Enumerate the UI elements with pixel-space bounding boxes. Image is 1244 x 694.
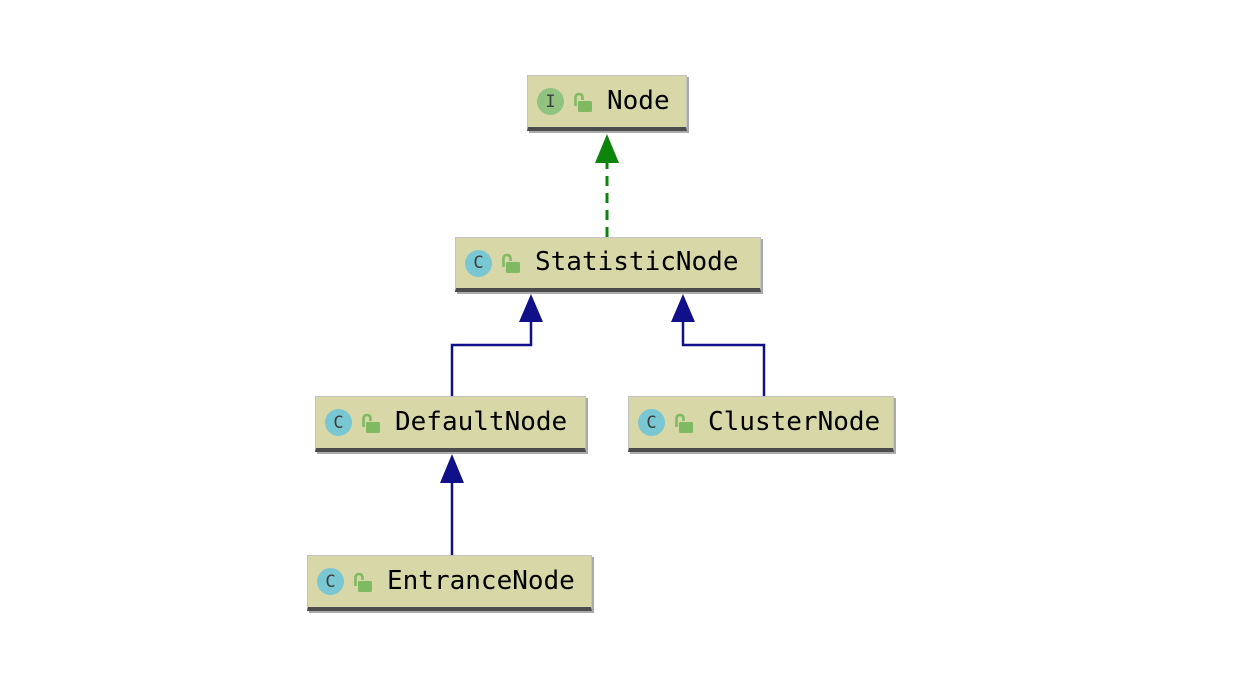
interface-icon: I [537,88,564,115]
open-lock-icon [502,253,520,273]
class-icon: C [325,409,352,436]
edge-defaultnode-extends-statisticnode[interactable] [450,294,543,397]
node-label: StatisticNode [535,247,739,277]
class-node-node[interactable]: I Node [527,75,687,131]
open-lock-icon [675,413,693,433]
node-label: Node [607,85,670,116]
edge-entrancenode-extends-defaultnode[interactable] [440,454,464,556]
node-label: DefaultNode [395,406,568,437]
open-lock-icon [574,92,592,112]
class-node-defaultnode[interactable]: C DefaultNode [315,396,586,452]
class-node-clusternode[interactable]: C ClusterNode [628,396,894,452]
extends-edge-line [450,321,533,397]
extends-arrowhead-icon [519,294,543,322]
class-node-entrancenode[interactable]: C EntranceNode [307,555,592,611]
extends-arrowhead-icon [440,454,464,483]
extends-edge-line [681,321,766,397]
class-icon: C [465,249,492,277]
implements-arrowhead-icon [595,134,619,163]
edge-statisticnode-implements-node[interactable] [595,134,619,237]
node-label: EntranceNode [387,565,575,596]
node-label: ClusterNode [708,406,881,437]
open-lock-icon [354,572,372,592]
class-icon: C [638,409,665,436]
open-lock-icon [362,413,380,433]
edge-clusternode-extends-statisticnode[interactable] [671,294,766,397]
extends-arrowhead-icon [671,294,695,322]
class-node-statisticnode[interactable]: C StatisticNode [455,237,761,292]
class-icon: C [317,568,344,595]
